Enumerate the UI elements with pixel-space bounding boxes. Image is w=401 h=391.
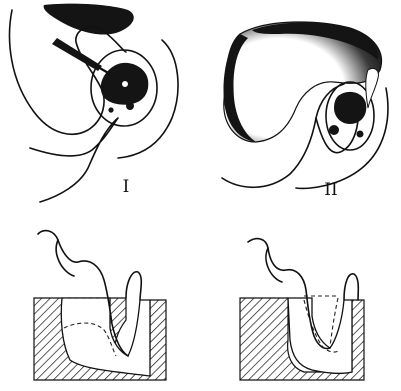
- panel-ii-dot-b: [357, 131, 364, 138]
- panel-i-label: I: [123, 177, 130, 197]
- panel-i: I: [10, 4, 178, 202]
- panel-ii-inner-mass: [334, 92, 366, 124]
- panel-i-dot-a: [126, 102, 134, 110]
- panel-ii-dot-a: [329, 125, 339, 135]
- section-left-cusp: [126, 272, 141, 300]
- section-right-cusp: [344, 274, 358, 300]
- section-right-socket: [288, 298, 352, 373]
- panel-i-dot-c: [122, 81, 128, 87]
- section-right: [240, 239, 364, 380]
- panel-i-lower-contour: [30, 118, 118, 202]
- panel-i-dot-b: [108, 107, 113, 112]
- panel-ii-label: II: [324, 180, 337, 200]
- panel-i-dark-cap: [44, 4, 134, 35]
- section-left-tooth-crown: [56, 240, 74, 276]
- panel-i-probe-tip: [86, 60, 110, 74]
- panel-ii: II: [222, 22, 388, 200]
- section-left: [34, 231, 166, 380]
